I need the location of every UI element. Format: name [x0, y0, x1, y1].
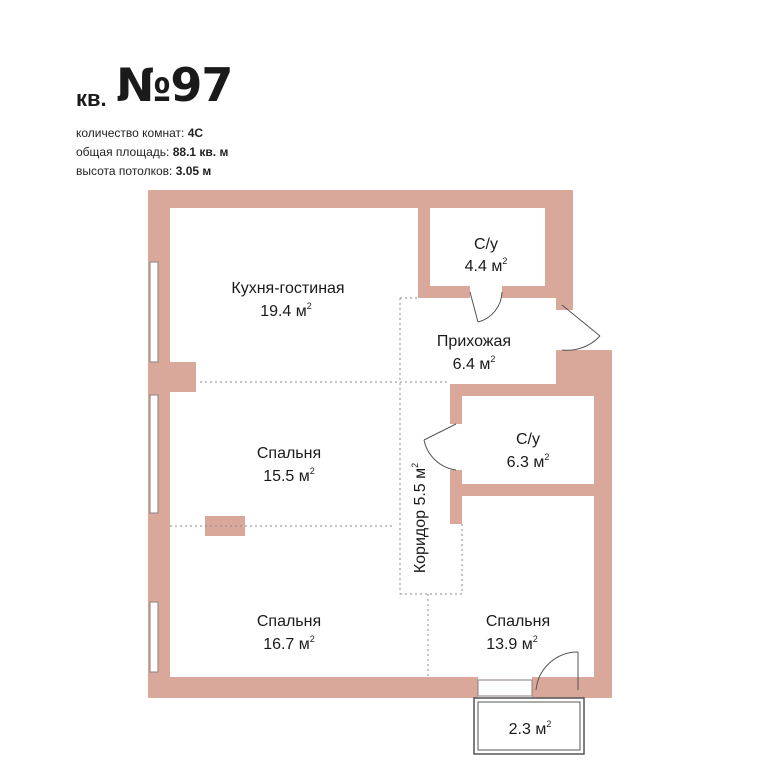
bath1-name: С/у: [474, 236, 498, 253]
bedroom2-name: Спальня: [257, 613, 321, 630]
balcony-area: 2.3 м2: [509, 719, 552, 738]
door-bath2-arc: [423, 439, 457, 471]
apartment-number: №97: [116, 58, 233, 112]
dashed-zones: [170, 297, 463, 677]
door-bedroom3-arc: [535, 651, 579, 691]
balcony-inner: [477, 701, 581, 751]
wall-bath1-bottom-a: [418, 286, 470, 298]
wall-bottom-right: [532, 677, 612, 698]
apartment-specs: количество комнат: 4С общая площадь: 88.…: [76, 124, 228, 181]
wall-bath2-top: [450, 384, 612, 396]
bedroom2-area: 16.7 м2: [263, 634, 315, 653]
bath1-area: 4.4 м2: [465, 256, 508, 275]
svg-text:Коридор 5.5 м2: Коридор 5.5 м2: [410, 463, 429, 573]
bedroom3-name: Спальня: [486, 613, 550, 630]
spec-rooms: количество комнат: 4С: [76, 126, 204, 140]
wall-top-right: [545, 190, 573, 295]
door-entrance-arc: [561, 335, 601, 351]
apartment-prefix: кв.: [76, 86, 107, 111]
bedroom3-area: 13.9 м2: [486, 634, 538, 653]
bath2-area: 6.3 м2: [507, 452, 550, 471]
wall-bath2-left-a: [450, 384, 462, 424]
door-bath1-leaf: [469, 291, 479, 323]
balcony-outline: [473, 697, 585, 755]
wall-pier-2: [148, 516, 170, 598]
door-entrance-leaf: [561, 304, 601, 337]
windows: [149, 261, 533, 697]
corridor-label: Коридор 5.5 м2: [410, 463, 429, 573]
spec-ceiling-height: высота потолков: 3.05 м: [76, 164, 212, 178]
wall-hall-right: [556, 298, 573, 310]
wall-bottom-left: [148, 677, 478, 698]
wall-bath1-bottom-b: [502, 286, 573, 298]
doors: [423, 291, 601, 691]
bedroom1-area: 15.5 м2: [263, 466, 315, 485]
wall-pier-1: [148, 362, 196, 392]
door-bath2-leaf: [423, 423, 457, 441]
kitchen-area: 19.4 м2: [260, 301, 312, 320]
wall-right: [594, 350, 612, 698]
room-labels: Кухня-гостиная 19.4 м2 С/у 4.4 м2 Прихож…: [231, 236, 551, 738]
hallway-area: 6.4 м2: [453, 354, 496, 373]
hallway-name: Прихожая: [437, 333, 511, 350]
window-bedroom1: [149, 394, 159, 514]
wall-top: [148, 190, 573, 208]
wall-bath1-left: [418, 190, 430, 298]
door-bath1-arc: [477, 291, 503, 323]
kitchen-name: Кухня-гостиная: [231, 280, 344, 297]
spec-total-area: общая площадь: 88.1 кв. м: [76, 145, 229, 159]
window-kitchen: [149, 261, 159, 363]
bath2-name: С/у: [516, 431, 540, 448]
balcony: [473, 697, 585, 755]
wall-bath2-bottom: [450, 484, 612, 496]
window-bedroom2: [149, 601, 159, 673]
balcony-door: [477, 679, 533, 697]
wall-bath2-left-b: [450, 470, 462, 524]
bedroom1-name: Спальня: [257, 445, 321, 462]
